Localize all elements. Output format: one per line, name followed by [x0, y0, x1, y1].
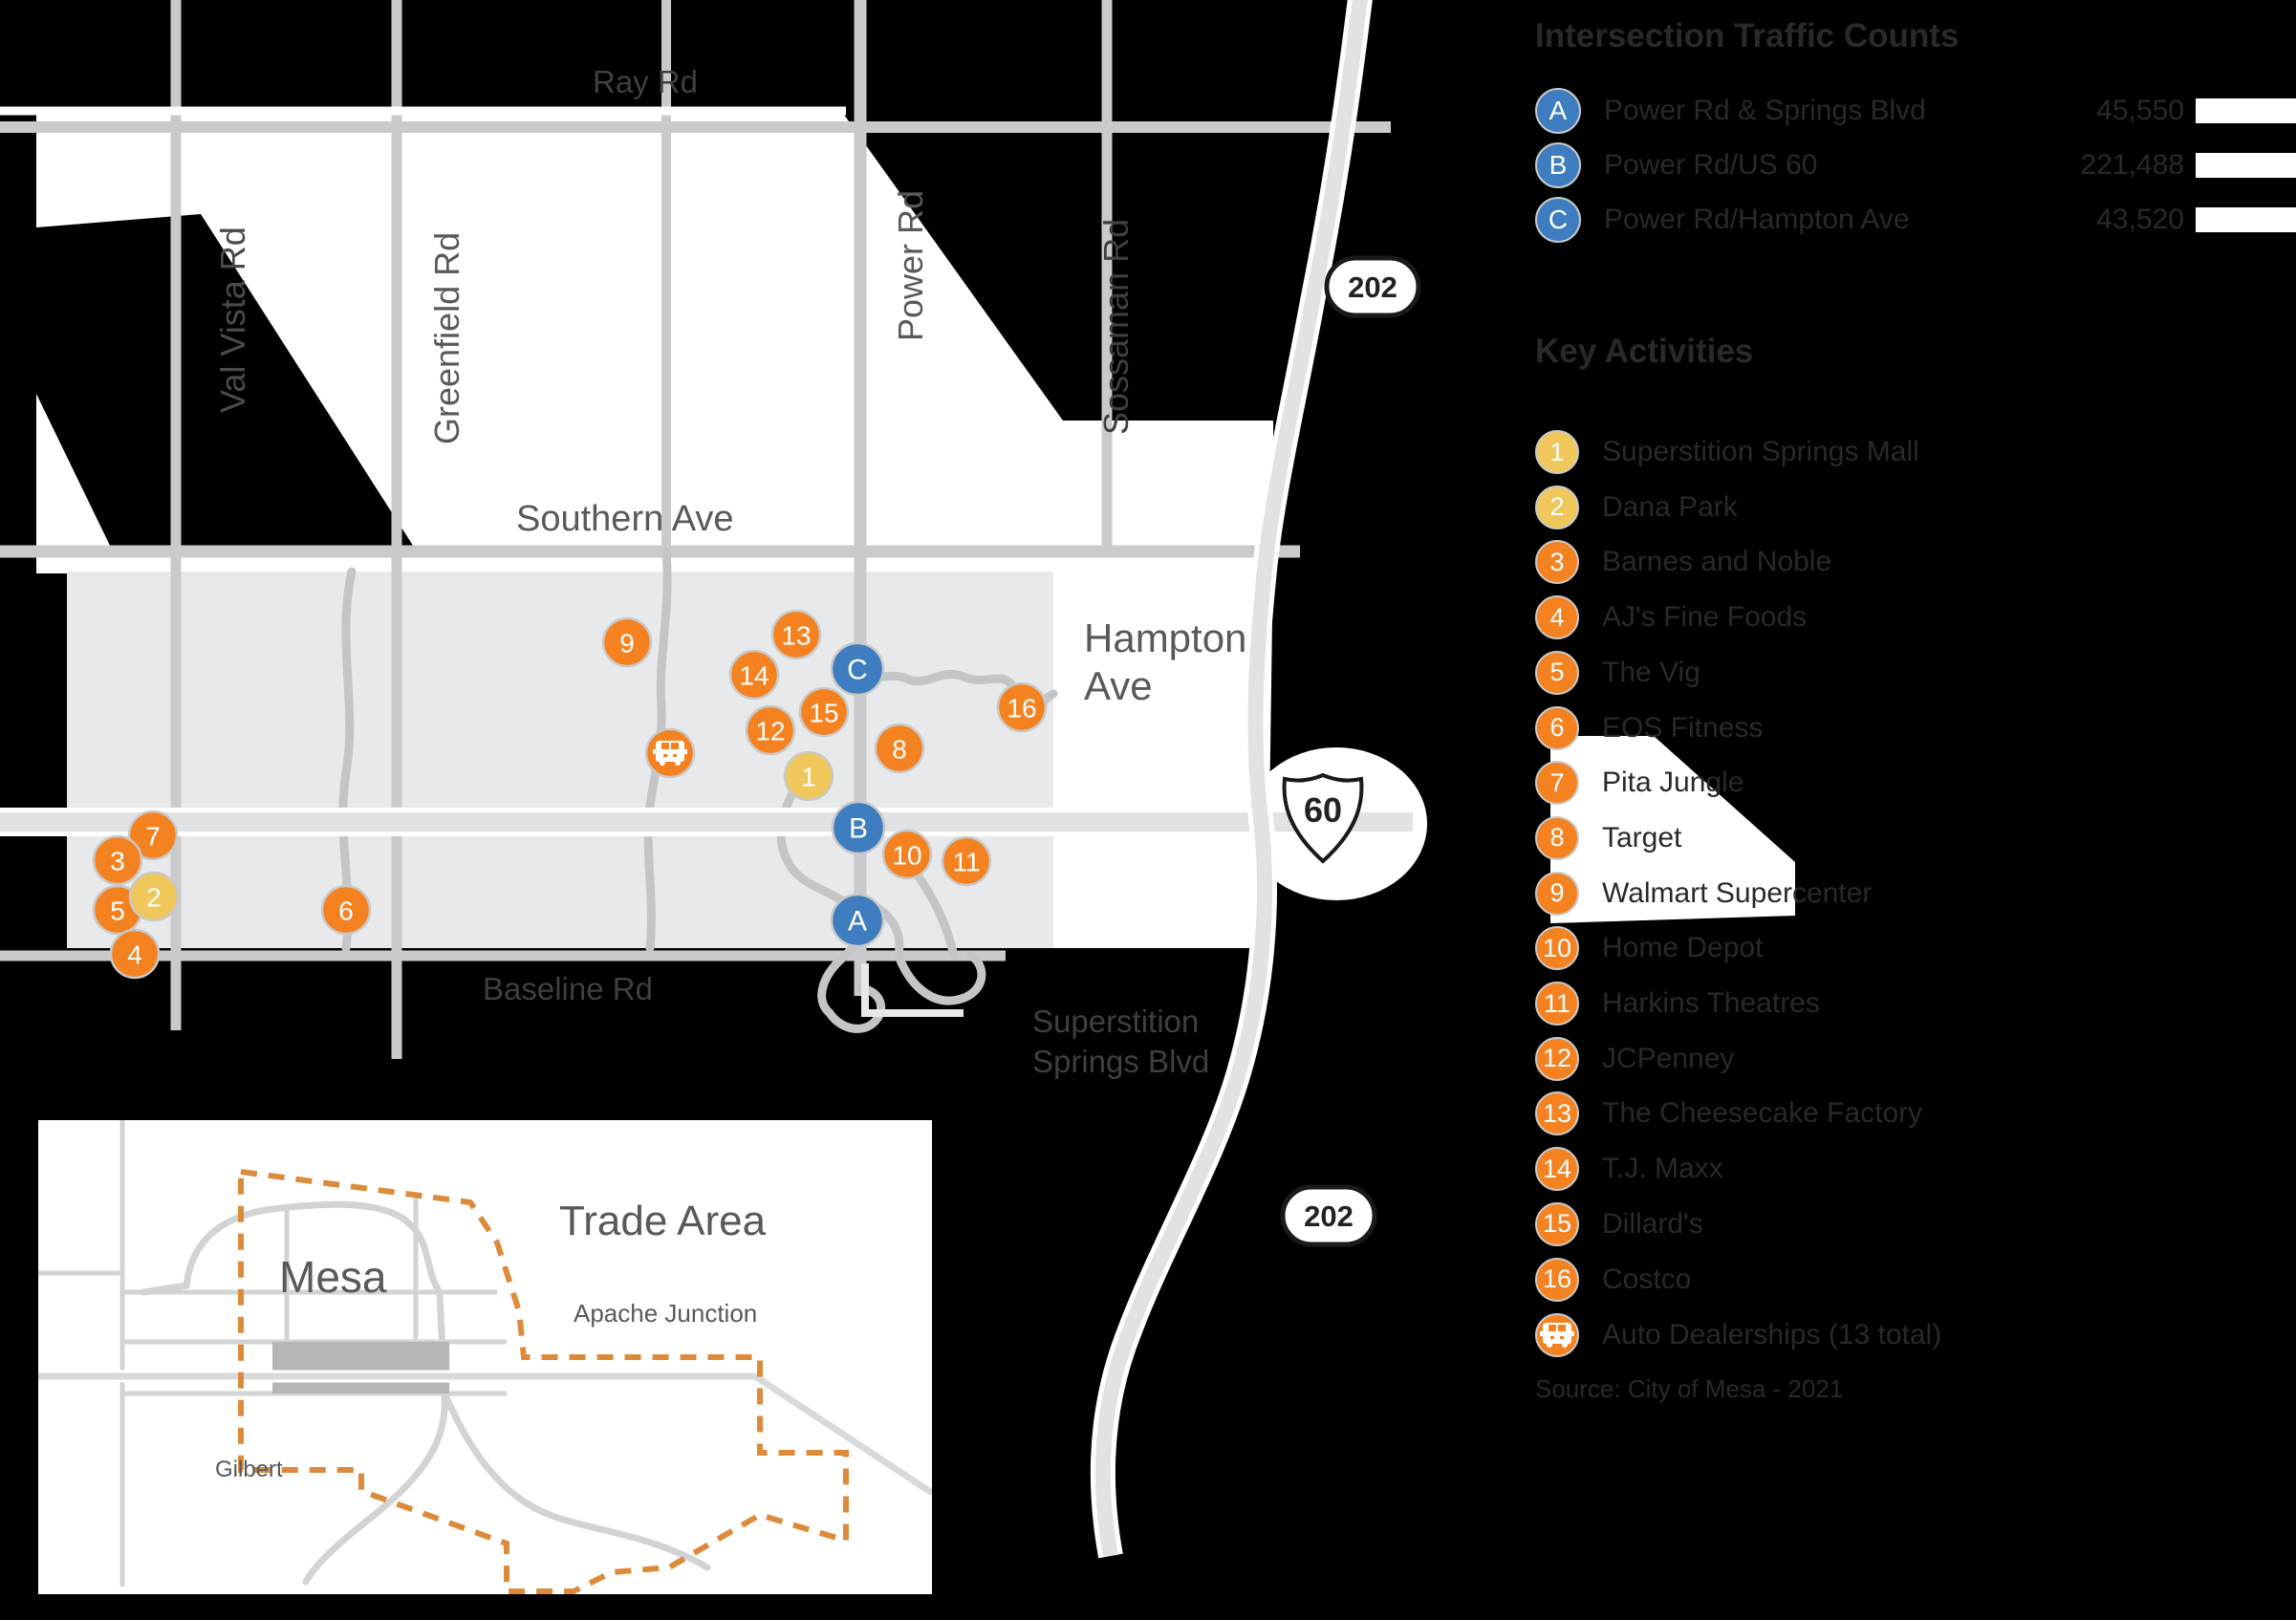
road-labels: Ray Rd Val Vista Rd Greenfield Rd Power … [213, 64, 1246, 1079]
label-hampton-1: Hampton [1084, 616, 1246, 660]
svg-text:1: 1 [801, 763, 816, 792]
map-marker-A: A [830, 893, 885, 948]
map-marker-3: 3 [92, 834, 143, 886]
map-marker-8: 8 [874, 723, 925, 774]
svg-text:5: 5 [110, 896, 125, 926]
svg-text:3: 3 [110, 847, 125, 876]
count-bar [2196, 98, 2296, 123]
us60-shield-number: 60 [1304, 790, 1342, 830]
map-marker-6: 6 [320, 884, 372, 936]
svg-text:13: 13 [781, 621, 811, 651]
count-bars [2196, 98, 2296, 232]
svg-text:14: 14 [739, 661, 769, 691]
svg-text:6: 6 [338, 896, 354, 926]
label-val-vista: Val Vista Rd [213, 227, 252, 413]
svg-text:10: 10 [892, 841, 921, 871]
inset-corridor-block [272, 1342, 449, 1393]
road-grid [0, 0, 1391, 1059]
map-marker-B: B [831, 800, 886, 855]
svg-text:8: 8 [892, 735, 907, 765]
loop202-bottom-number: 202 [1304, 1199, 1354, 1233]
loop202-top-number: 202 [1348, 270, 1397, 304]
label-ss-blvd-2: Springs Blvd [1032, 1044, 1209, 1079]
baseline-stub [861, 963, 964, 1017]
label-southern-ave: Southern Ave [516, 499, 733, 539]
svg-text:4: 4 [127, 940, 142, 970]
label-hampton-2: Ave [1084, 663, 1153, 708]
land-hampton-area [1053, 551, 1273, 948]
inset-label-gilbert: Gilbert [215, 1457, 283, 1482]
label-ray-rd: Ray Rd [593, 64, 698, 99]
count-bar [2196, 207, 2296, 232]
svg-text:9: 9 [619, 629, 635, 659]
us60-shield: 60 [1282, 772, 1364, 864]
map-marker-4: 4 [109, 928, 161, 980]
label-baseline-rd: Baseline Rd [483, 971, 653, 1006]
label-sossaman: Sossaman Rd [1096, 219, 1136, 435]
svg-text:15: 15 [809, 699, 838, 728]
black-wedge [36, 214, 417, 551]
loop202-freeway [1090, 0, 1373, 1559]
map-marker-14: 14 [728, 649, 780, 701]
svg-text:7: 7 [145, 822, 161, 852]
label-ss-blvd-1: Superstition [1032, 1004, 1199, 1039]
map-marker-12: 12 [745, 704, 796, 756]
map-marker-11: 11 [941, 835, 992, 887]
label-greenfield: Greenfield Rd [427, 232, 466, 444]
svg-text:A: A [848, 906, 867, 938]
svg-text:11: 11 [952, 848, 980, 877]
map-marker-15: 15 [798, 686, 850, 738]
map-marker-16: 16 [996, 681, 1048, 733]
map-marker-1: 1 [783, 750, 834, 802]
count-bar [2196, 153, 2296, 178]
map-marker-C: C [830, 641, 885, 697]
label-power-rd: Power Rd [891, 190, 930, 341]
legend-white-wedge [1550, 736, 1795, 923]
map-marker-2: 2 [128, 871, 180, 922]
svg-text:12: 12 [755, 717, 785, 746]
map-marker-car [644, 727, 696, 779]
inset-label-apache-junction: Apache Junction [574, 1299, 757, 1328]
inset-map: Trade Area Mesa Apache Junction Gilbert [38, 1120, 932, 1594]
loop202-shield-bottom: 202 [1280, 1184, 1377, 1247]
map-marker-13: 13 [770, 609, 822, 660]
svg-text:2: 2 [146, 883, 162, 913]
inset-label-mesa: Mesa [279, 1252, 387, 1302]
svg-text:C: C [847, 655, 868, 686]
map-marker-9: 9 [601, 616, 653, 668]
inset-label-trade-area: Trade Area [559, 1198, 767, 1244]
loop202-shield-top: 202 [1324, 255, 1421, 318]
map-marker-7: 7 [127, 810, 179, 861]
map-marker-10: 10 [881, 829, 933, 880]
svg-text:B: B [849, 813, 868, 845]
svg-text:16: 16 [1007, 694, 1036, 724]
